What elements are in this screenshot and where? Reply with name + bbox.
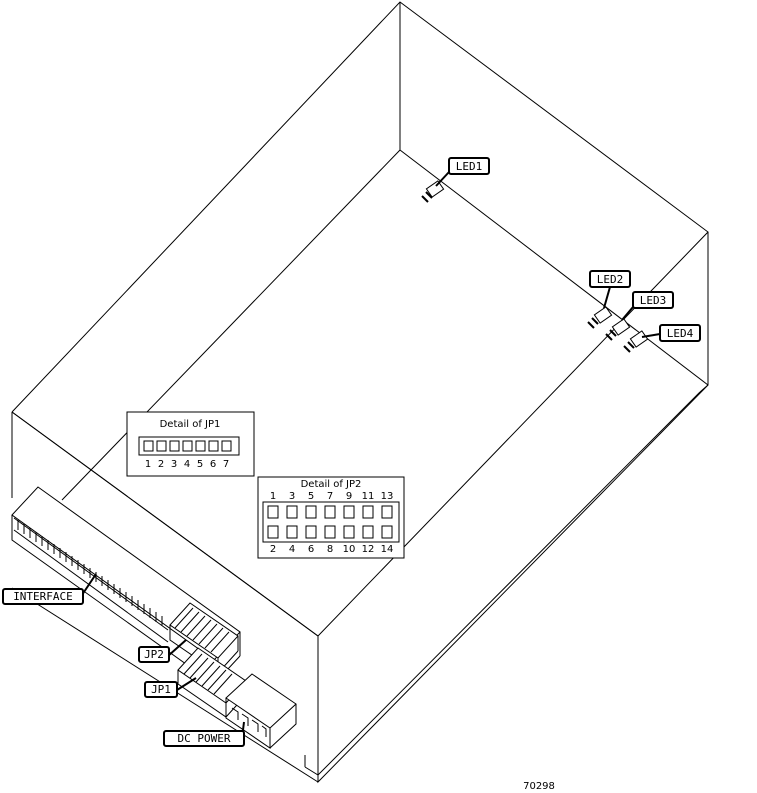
jumper-block-jp1 xyxy=(177,647,247,718)
callout-led1: LED1 xyxy=(448,157,490,175)
label-jp2: JP2 xyxy=(144,648,164,661)
callout-jp1: JP1 xyxy=(144,681,178,698)
callout-led3: LED3 xyxy=(632,291,674,309)
jp2-bottom-pin-label: 14 xyxy=(381,544,394,555)
jp2-bottom-pin-label: 8 xyxy=(327,544,333,555)
jp2-top-pin-label: 11 xyxy=(362,491,375,502)
jp1-pin-label: 5 xyxy=(197,459,203,470)
jp1-pin-label: 6 xyxy=(210,459,216,470)
jp2-top-pin-label: 13 xyxy=(381,491,394,502)
jp2-bottom-pin-label: 6 xyxy=(308,544,314,555)
label-led1: LED1 xyxy=(456,160,483,173)
label-interface: INTERFACE xyxy=(13,590,73,603)
detail-jp2-title: Detail of JP2 xyxy=(301,479,362,490)
detail-jp2-inset: Detail of JP2 1 3 5 7 9 11 13 2 4 6 8 1 xyxy=(257,476,405,559)
jp1-pin-label: 3 xyxy=(171,459,177,470)
led-2 xyxy=(587,306,613,329)
detail-jp1-inset: Detail of JP1 1 2 3 4 5 6 7 xyxy=(126,411,255,477)
callout-jp2: JP2 xyxy=(138,646,170,663)
callout-interface: INTERFACE xyxy=(2,588,84,605)
jp2-top-pin-label: 3 xyxy=(289,491,295,502)
led-4 xyxy=(623,330,649,353)
jp2-top-pin-label: 9 xyxy=(346,491,352,502)
jp2-bottom-pin-label: 2 xyxy=(270,544,276,555)
jp1-pin-label: 7 xyxy=(223,459,229,470)
jp1-pin-boxes xyxy=(143,440,232,452)
jp2-bottom-pin-label: 4 xyxy=(289,544,295,555)
led-1 xyxy=(421,180,445,203)
jp2-top-pin-label: 7 xyxy=(327,491,333,502)
jp2-bottom-pin-label: 12 xyxy=(362,544,375,555)
callout-led4: LED4 xyxy=(659,324,701,342)
jp1-pin-label: 2 xyxy=(158,459,164,470)
callout-led2: LED2 xyxy=(589,270,631,288)
label-jp1: JP1 xyxy=(151,683,171,696)
jp2-bottom-pin-label: 10 xyxy=(343,544,356,555)
label-led3: LED3 xyxy=(640,294,667,307)
label-dc-power: DC POWER xyxy=(178,732,231,745)
callout-dc-power: DC POWER xyxy=(163,730,245,747)
jp1-pin-label: 1 xyxy=(145,459,151,470)
jp2-top-pin-label: 5 xyxy=(308,491,314,502)
jp2-pin-boxes xyxy=(267,505,393,539)
detail-jp1-title: Detail of JP1 xyxy=(160,419,221,430)
label-led4: LED4 xyxy=(667,327,694,340)
led-3 xyxy=(605,318,631,341)
jp1-pin-label: 4 xyxy=(184,459,190,470)
drive-enclosure xyxy=(11,1,709,784)
callout-leaders xyxy=(81,171,661,739)
dc-power-connector xyxy=(225,673,297,749)
figure-number: 70298 xyxy=(523,781,555,792)
jp2-top-pin-label: 1 xyxy=(270,491,276,502)
label-led2: LED2 xyxy=(597,273,624,286)
